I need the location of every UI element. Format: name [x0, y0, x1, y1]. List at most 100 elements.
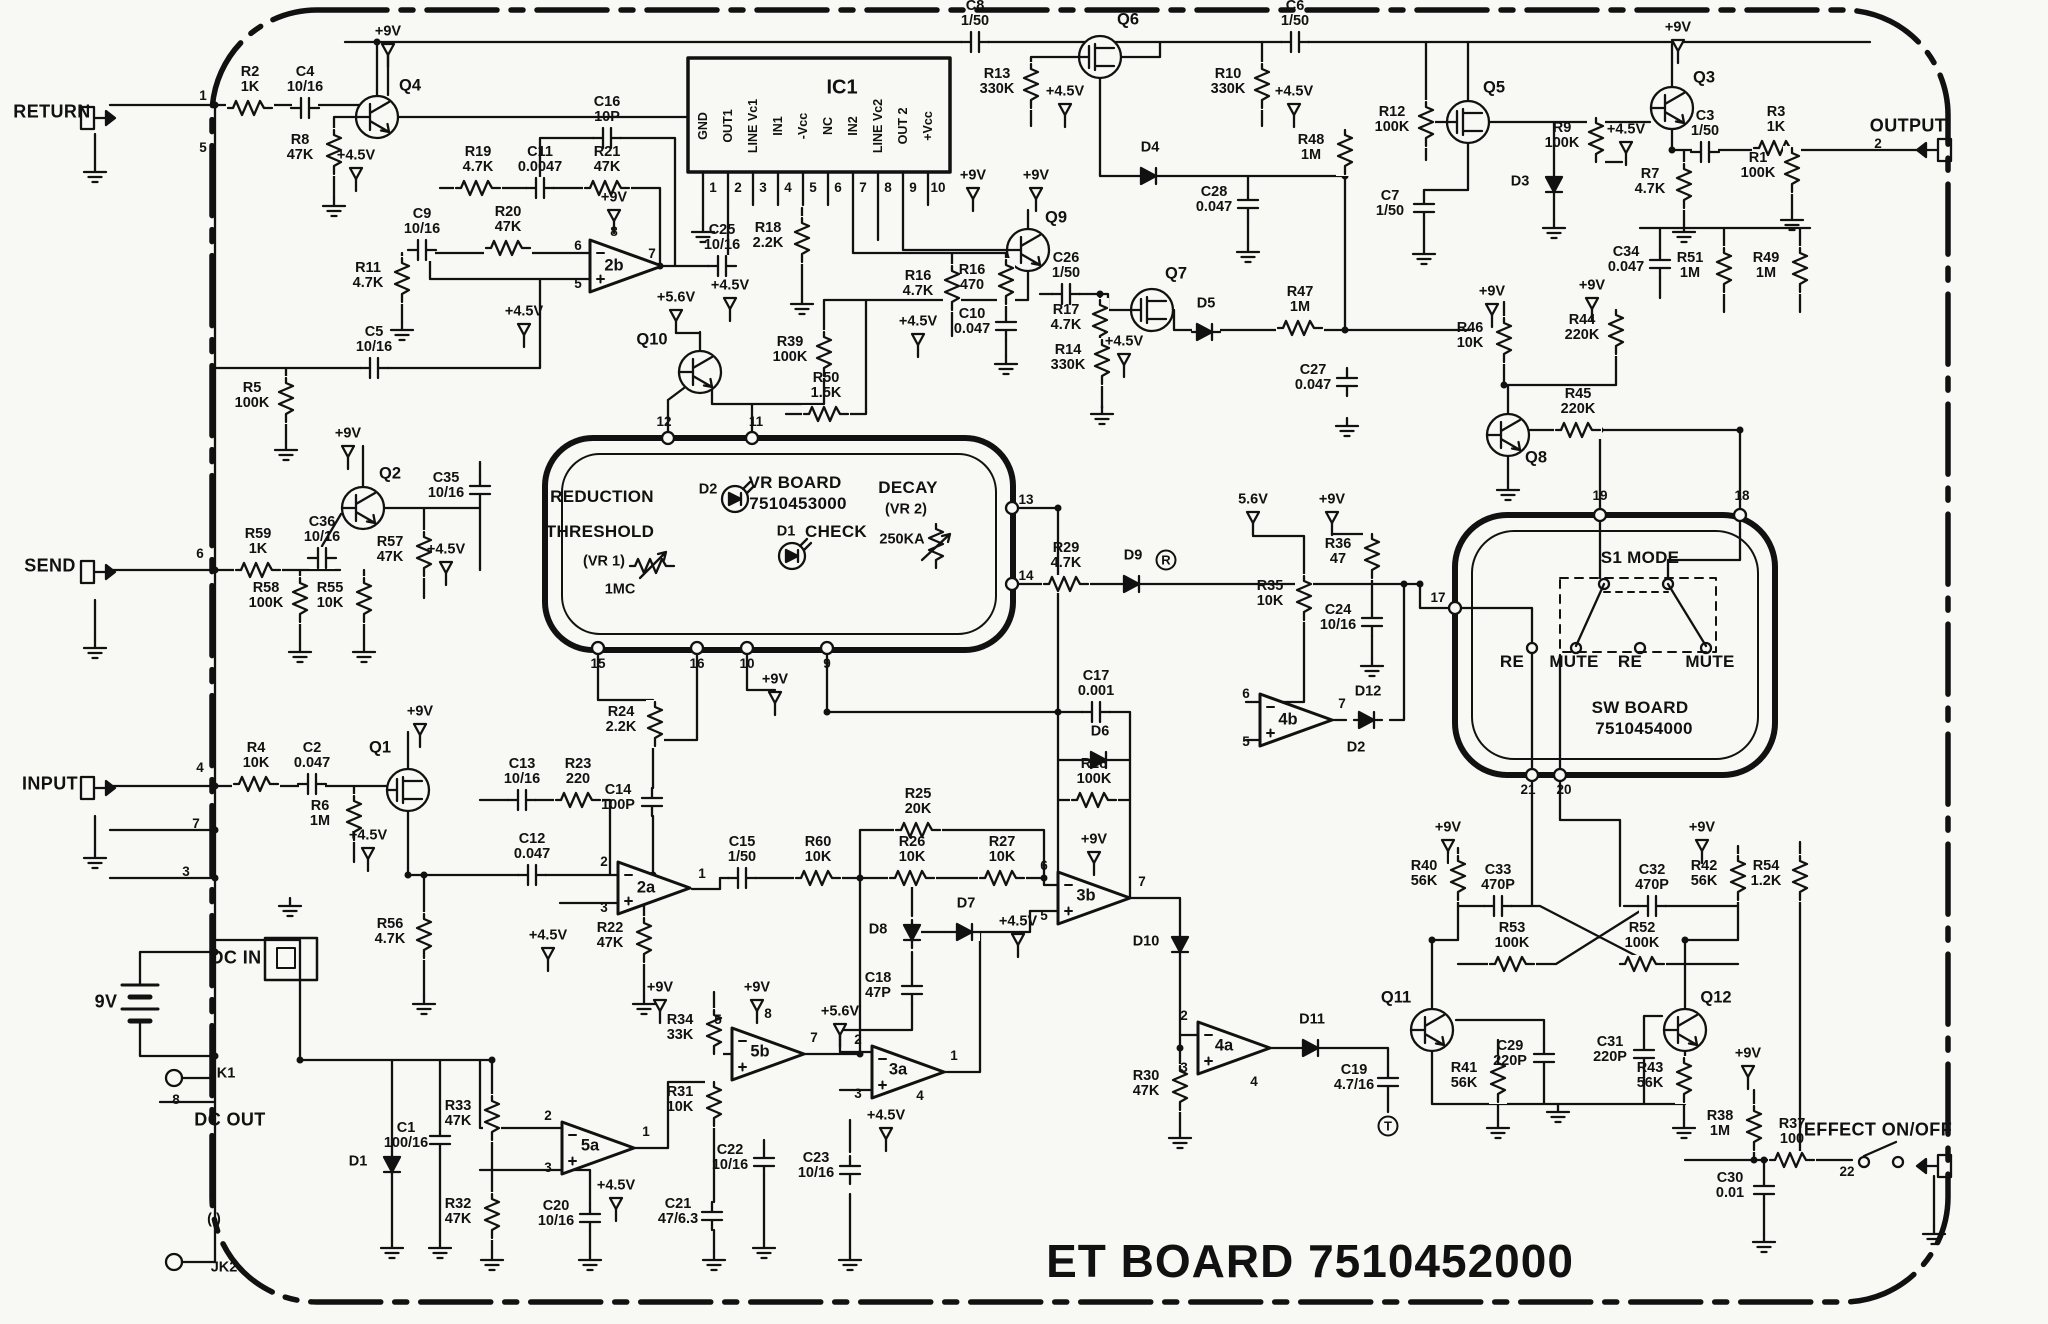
cap-symbol	[993, 310, 1019, 342]
res-symbol	[633, 914, 655, 966]
res-symbol	[391, 254, 413, 306]
cap-symbol	[358, 355, 390, 381]
res-symbol	[1673, 1054, 1695, 1106]
res-symbol	[1361, 530, 1383, 582]
cap-symbol	[1531, 1042, 1557, 1074]
cap-symbol	[751, 1146, 777, 1178]
cap-symbol	[1636, 893, 1668, 919]
q7-transistor	[1129, 287, 1175, 333]
cap-symbol	[1359, 606, 1385, 638]
res-symbol	[1040, 573, 1092, 595]
cap-symbol	[506, 787, 538, 813]
dio-symbol	[901, 918, 923, 950]
cap-symbol	[306, 545, 338, 571]
cap-symbol	[1080, 699, 1112, 725]
res-symbol	[482, 237, 534, 259]
res-symbol	[1251, 60, 1273, 112]
opamp-4a-polarity	[1204, 1034, 1213, 1066]
res-symbol	[1616, 953, 1668, 975]
dio-symbol	[1352, 709, 1384, 731]
res-symbol	[1743, 1102, 1765, 1154]
pwr-symbol	[340, 444, 356, 471]
jacks	[79, 105, 1953, 1272]
res-symbol	[1447, 852, 1469, 904]
opamp-2b	[588, 238, 664, 294]
res-symbol	[481, 1092, 503, 1144]
cap-symbol	[699, 1200, 725, 1232]
pwr-symbol	[965, 186, 981, 213]
res-symbol	[892, 819, 944, 841]
cap-symbol	[706, 253, 738, 279]
opamp-4a	[1196, 1020, 1272, 1076]
cap-symbol	[1751, 1174, 1777, 1206]
opamp-2a	[616, 860, 692, 916]
pwr-symbol	[360, 846, 376, 873]
res-symbol	[353, 574, 375, 626]
dio-symbol	[381, 1150, 403, 1182]
opamp-4b	[1258, 692, 1334, 748]
opamp-3b-polarity	[1064, 884, 1073, 916]
pwr-symbol	[1010, 932, 1026, 959]
pwr-symbol	[749, 998, 765, 1025]
opamp-4b-polarity	[1266, 706, 1275, 738]
opamp-3a-polarity	[878, 1058, 887, 1090]
component-symbols	[224, 29, 1818, 1242]
pwr-symbol	[1086, 850, 1102, 877]
pwr-symbol	[878, 1126, 894, 1153]
res-symbol	[976, 867, 1028, 889]
res-symbol	[413, 528, 435, 580]
dio-symbol	[1543, 170, 1565, 202]
res-symbol	[703, 1078, 725, 1130]
res-symbol	[1673, 160, 1695, 212]
vr-board-outline	[542, 435, 1016, 653]
opamp-3a	[870, 1044, 946, 1100]
res-symbol	[1789, 244, 1811, 296]
pwr-symbol	[412, 722, 428, 749]
res-symbol	[644, 698, 666, 750]
q5-transistor	[1445, 99, 1491, 145]
res-symbol	[323, 126, 345, 178]
res-symbol	[289, 574, 311, 626]
pwr-symbol	[1670, 38, 1686, 65]
pwr-symbol	[516, 322, 532, 349]
pwr-symbol	[832, 1022, 848, 1049]
res-symbol	[1552, 419, 1604, 441]
pwr-symbol	[668, 308, 684, 335]
q2-transistor	[340, 485, 386, 531]
res-symbol	[800, 403, 852, 425]
pwr-symbol	[606, 208, 622, 235]
res-symbol	[1585, 114, 1607, 166]
res-symbol	[1091, 336, 1113, 388]
res-symbol	[230, 773, 282, 795]
dio-symbol	[1117, 573, 1149, 595]
dio-symbol	[1296, 1037, 1328, 1059]
res-symbol	[886, 867, 938, 889]
pwr-symbol	[1057, 102, 1073, 129]
dio-symbol	[1134, 165, 1166, 187]
cap-symbol	[899, 974, 925, 1006]
sw-board-outline	[1452, 512, 1778, 778]
cap-symbol	[726, 865, 758, 891]
pwr-symbol	[767, 690, 783, 717]
res-symbol	[791, 214, 813, 266]
cap-symbol	[639, 786, 665, 818]
board-border	[209, 7, 1951, 1305]
opamp-5a	[560, 1120, 636, 1176]
res-symbol	[1713, 244, 1735, 296]
cap-symbol	[516, 862, 548, 888]
res-symbol	[452, 177, 504, 199]
res-symbol	[552, 789, 604, 811]
pwr-symbol	[1324, 510, 1340, 537]
res-symbol	[1727, 852, 1749, 904]
cap-symbol	[296, 771, 328, 797]
res-symbol	[232, 559, 284, 581]
pwr-symbol	[1245, 510, 1261, 537]
res-symbol	[1605, 306, 1627, 358]
cap-symbol	[467, 474, 493, 506]
s1-mode-switch	[1525, 577, 1717, 655]
opamp-2a-polarity	[624, 874, 633, 906]
opamp-3b	[1056, 870, 1132, 926]
cap-symbol	[577, 1202, 603, 1234]
